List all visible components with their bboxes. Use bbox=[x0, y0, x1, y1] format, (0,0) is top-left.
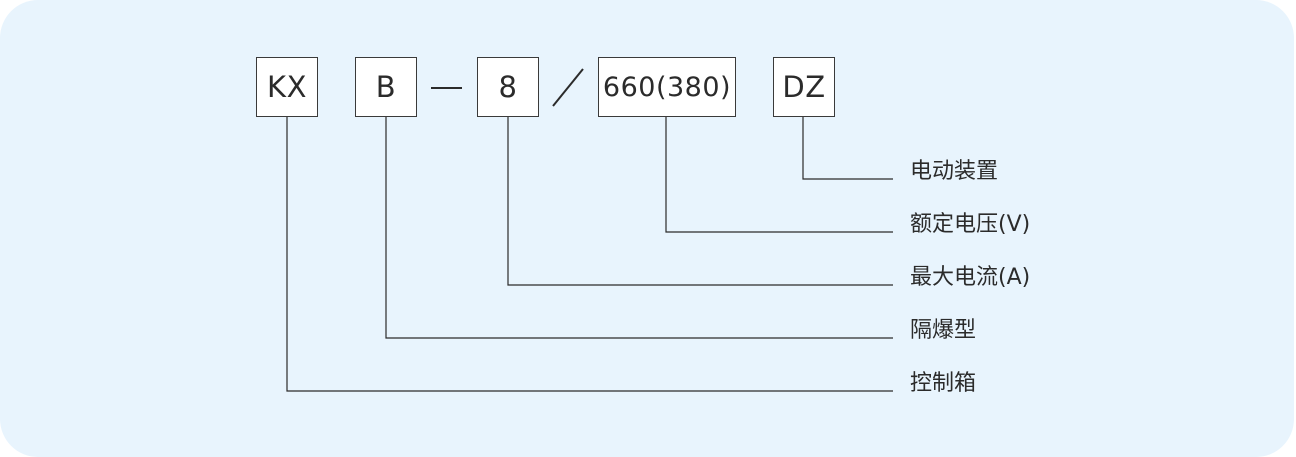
code-voltage: 660(380) bbox=[602, 71, 732, 103]
label-max-current: 最大电流(A) bbox=[910, 265, 1031, 290]
connector-rated-voltage bbox=[665, 117, 893, 233]
label-rated-voltage: 额定电压(V) bbox=[910, 212, 1031, 237]
code-box-b: B bbox=[355, 57, 417, 117]
code-box-dz: DZ bbox=[773, 57, 835, 117]
connector-electric-device bbox=[802, 117, 893, 180]
slash-separator bbox=[552, 68, 584, 107]
connector-control-box bbox=[286, 117, 893, 392]
code-box-current: 8 bbox=[477, 57, 539, 117]
label-explosion-proof: 隔爆型 bbox=[910, 318, 977, 343]
code-current: 8 bbox=[498, 70, 518, 104]
code-kx: KX bbox=[267, 70, 307, 104]
connector-explosion-proof bbox=[385, 117, 893, 339]
code-dz: DZ bbox=[782, 70, 826, 104]
label-electric-device: 电动装置 bbox=[910, 159, 999, 184]
code-box-voltage: 660(380) bbox=[598, 57, 736, 117]
code-b: B bbox=[375, 70, 397, 104]
connector-max-current bbox=[507, 117, 893, 286]
label-control-box: 控制箱 bbox=[910, 371, 977, 396]
dash-separator bbox=[431, 87, 462, 89]
code-box-kx: KX bbox=[256, 57, 318, 117]
